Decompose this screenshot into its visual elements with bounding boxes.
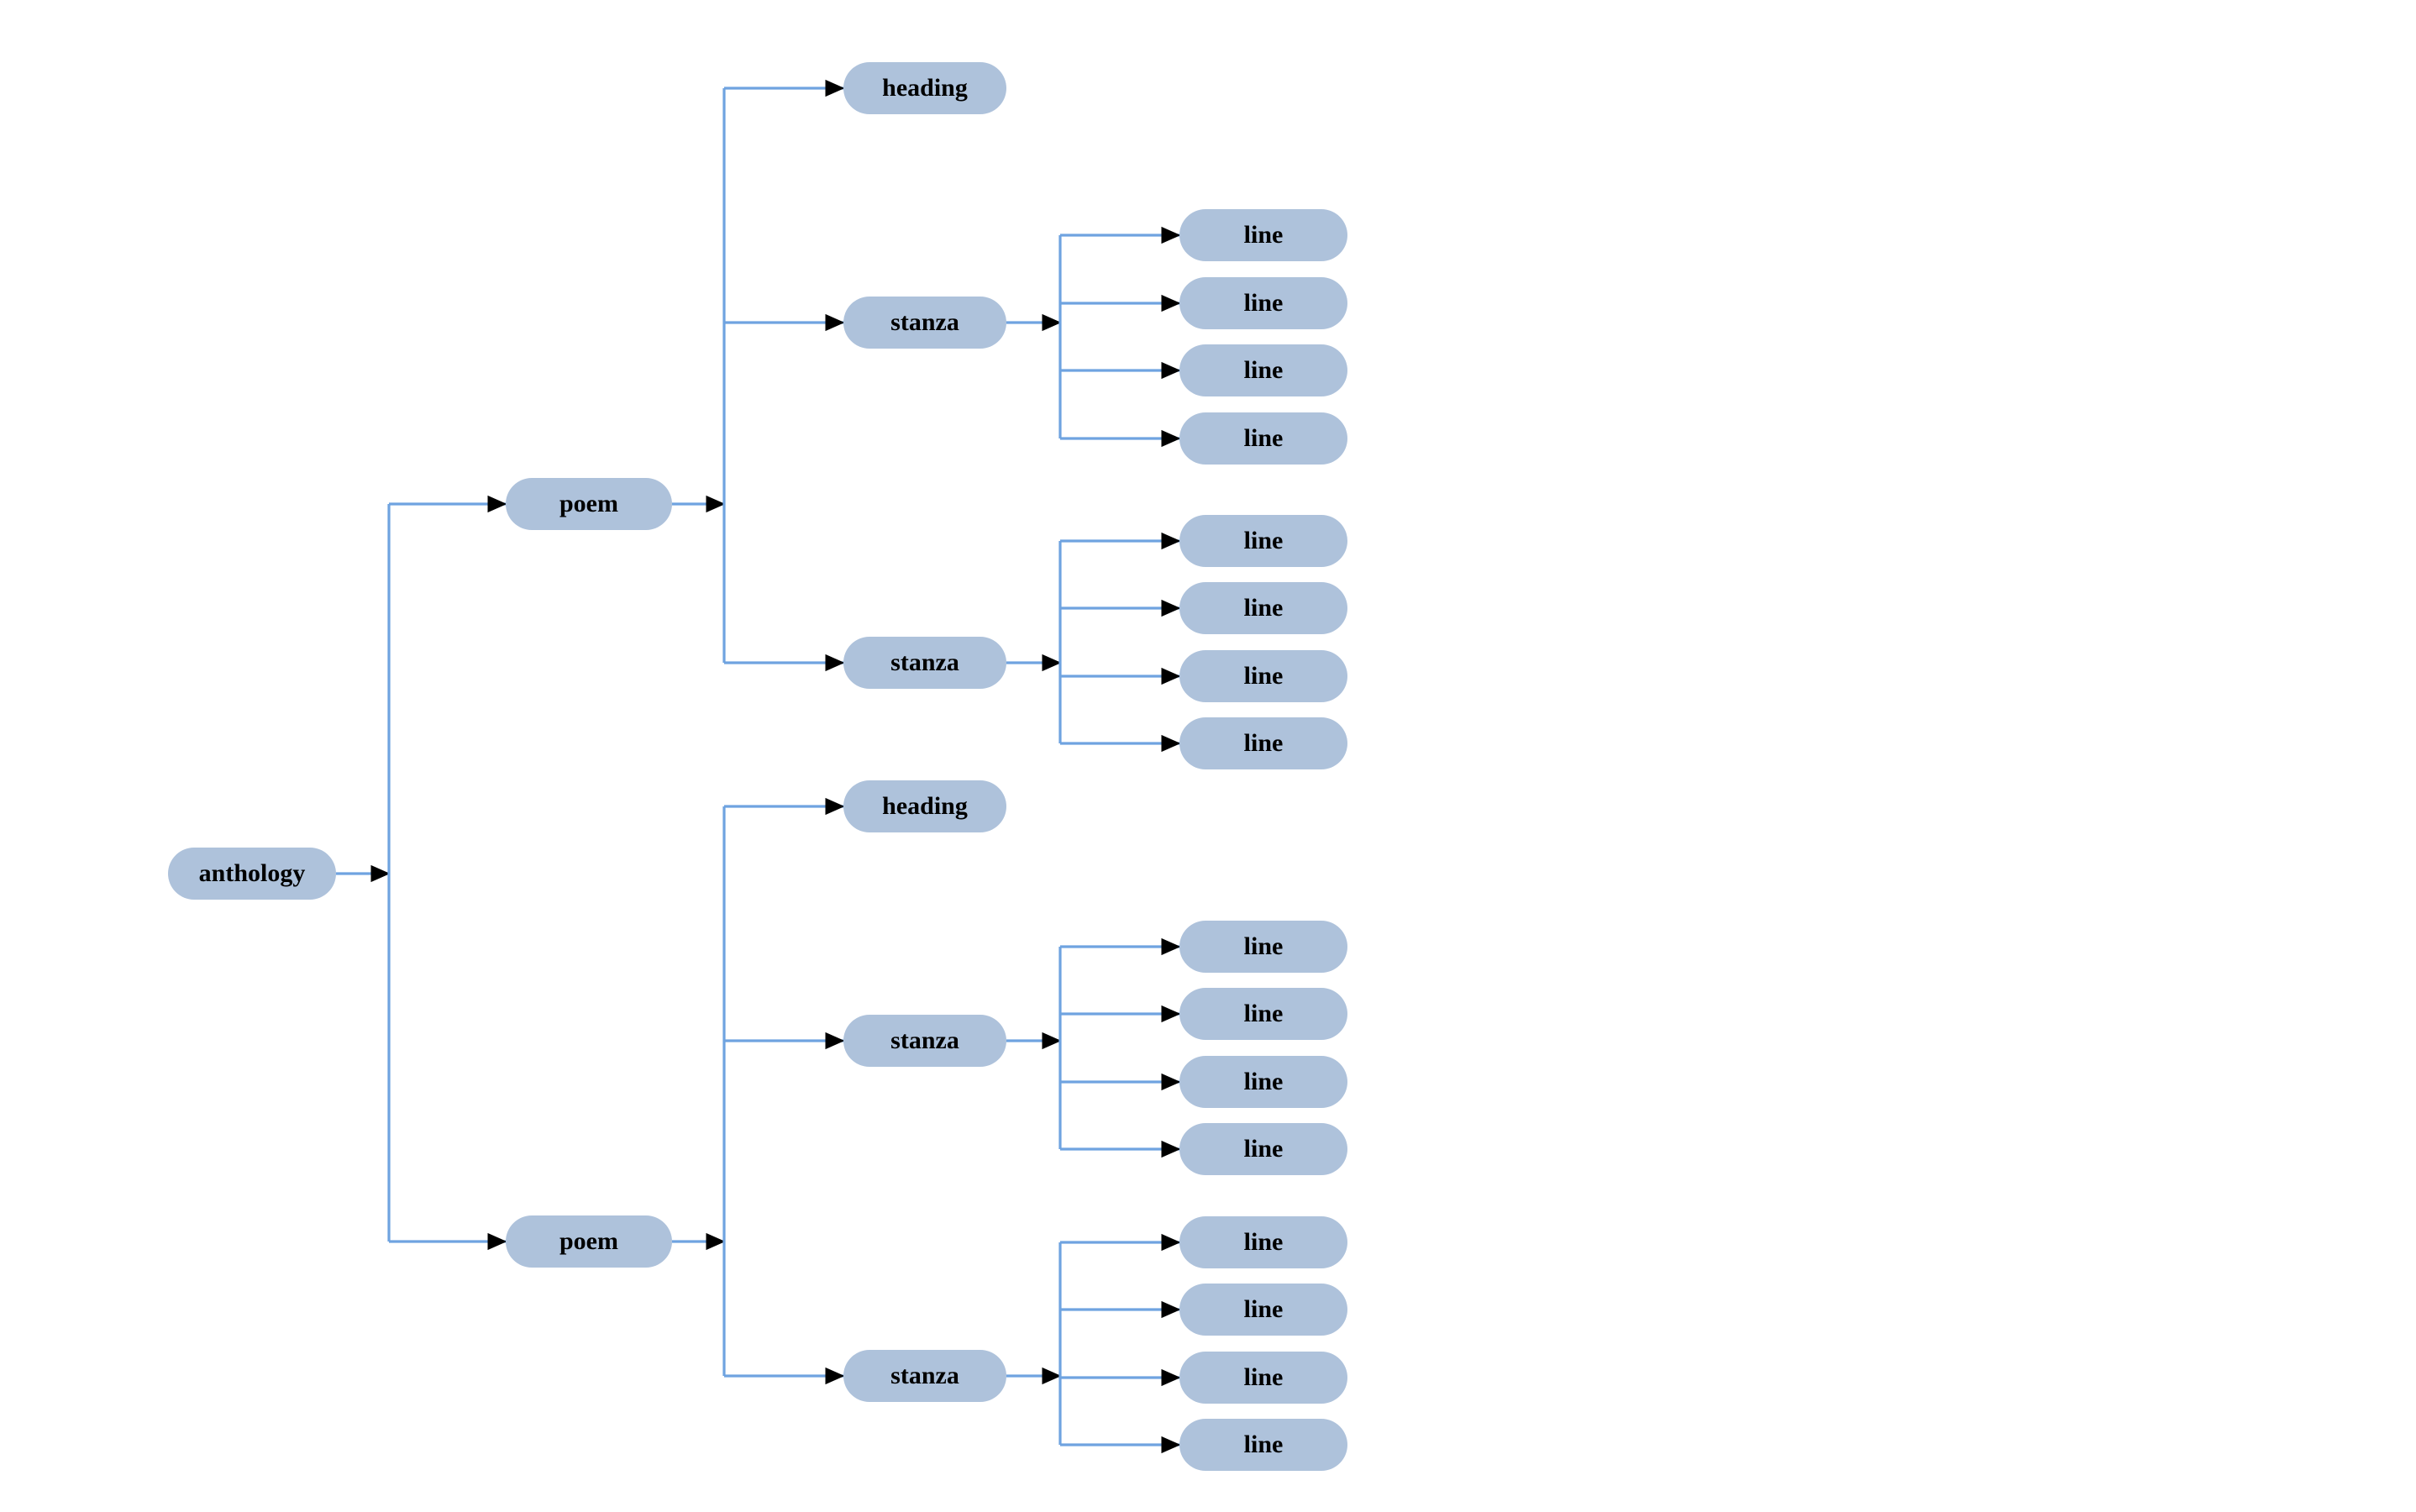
node-line-4-1-label: line: [1243, 1228, 1284, 1256]
node-line-4-2-label: line: [1243, 1295, 1284, 1323]
node-line-3-4[interactable]: line: [1179, 1123, 1347, 1175]
node-heading-2-label: heading: [882, 792, 968, 820]
node-line-2-4[interactable]: line: [1179, 717, 1347, 769]
node-line-4-4[interactable]: line: [1179, 1419, 1347, 1471]
node-line-1-1[interactable]: line: [1179, 209, 1347, 261]
node-line-4-2[interactable]: line: [1179, 1284, 1347, 1336]
node-poem-2-label: poem: [559, 1227, 618, 1255]
node-line-1-4[interactable]: line: [1179, 412, 1347, 465]
node-stanza-2[interactable]: stanza: [843, 637, 1006, 689]
node-line-4-3[interactable]: line: [1179, 1352, 1347, 1404]
node-stanza-4-label: stanza: [890, 1362, 959, 1389]
node-line-2-2-label: line: [1243, 594, 1284, 622]
node-line-4-3-label: line: [1243, 1363, 1284, 1391]
node-stanza-3[interactable]: stanza: [843, 1015, 1006, 1067]
node-stanza-1-label: stanza: [890, 308, 959, 336]
node-line-2-3[interactable]: line: [1179, 650, 1347, 702]
node-line-2-4-label: line: [1243, 729, 1284, 757]
node-line-1-2-label: line: [1243, 289, 1284, 317]
node-line-2-1[interactable]: line: [1179, 515, 1347, 567]
node-line-1-2[interactable]: line: [1179, 277, 1347, 329]
node-line-1-1-label: line: [1243, 221, 1284, 249]
node-line-1-3[interactable]: line: [1179, 344, 1347, 396]
node-stanza-4[interactable]: stanza: [843, 1350, 1006, 1402]
node-line-1-3-label: line: [1243, 356, 1284, 384]
node-stanza-1[interactable]: stanza: [843, 297, 1006, 349]
node-poem-1[interactable]: poem: [506, 478, 672, 530]
node-line-3-2-label: line: [1243, 1000, 1284, 1027]
node-heading-2[interactable]: heading: [843, 780, 1006, 832]
node-stanza-3-label: stanza: [890, 1026, 959, 1054]
node-line-3-4-label: line: [1243, 1135, 1284, 1163]
node-line-4-4-label: line: [1243, 1431, 1284, 1458]
node-poem-1-label: poem: [559, 490, 618, 517]
node-anthology[interactable]: anthology: [168, 848, 336, 900]
node-line-3-3[interactable]: line: [1179, 1056, 1347, 1108]
node-stanza-2-label: stanza: [890, 648, 959, 676]
node-line-1-4-label: line: [1243, 424, 1284, 452]
node-line-3-1-label: line: [1243, 932, 1284, 960]
node-heading-1-label: heading: [882, 74, 968, 102]
node-line-4-1[interactable]: line: [1179, 1216, 1347, 1268]
node-anthology-label: anthology: [198, 859, 306, 887]
node-line-2-3-label: line: [1243, 662, 1284, 690]
node-line-3-2[interactable]: line: [1179, 988, 1347, 1040]
node-line-2-1-label: line: [1243, 527, 1284, 554]
node-line-2-2[interactable]: line: [1179, 582, 1347, 634]
node-line-3-3-label: line: [1243, 1068, 1284, 1095]
node-poem-2[interactable]: poem: [506, 1215, 672, 1268]
node-line-3-1[interactable]: line: [1179, 921, 1347, 973]
node-heading-1[interactable]: heading: [843, 62, 1006, 114]
